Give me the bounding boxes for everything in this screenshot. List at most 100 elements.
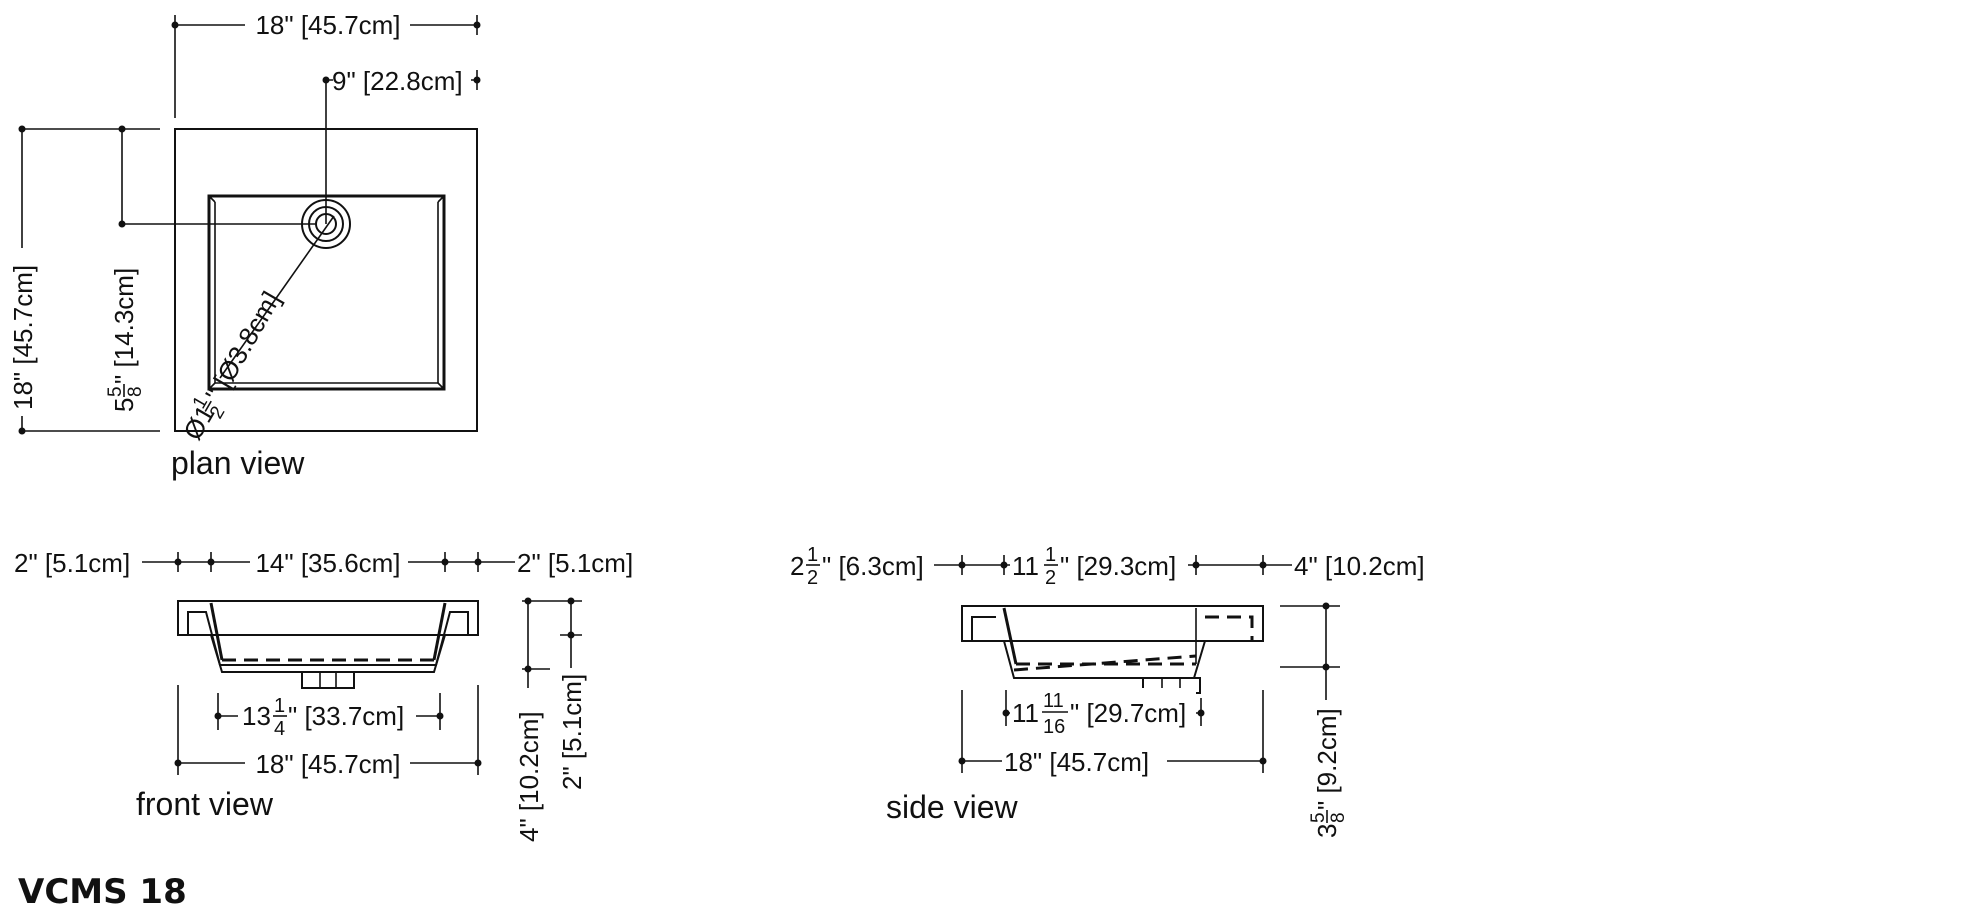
drain-diameter-label: Ø1 1 2 " [Ø3.8cm] xyxy=(177,286,286,445)
front-overall-label-bg xyxy=(245,747,410,779)
front-rim-height-tick-bottom xyxy=(567,631,575,639)
front-bowl-bottom-tick-left xyxy=(214,712,222,720)
drain-diameter-leader xyxy=(219,215,335,379)
front-height-tick-top xyxy=(524,597,532,605)
side-back-rim-label: 2 1 2 " [6.3cm] xyxy=(790,544,924,589)
front-left-rim-label: 2" [5.1cm] xyxy=(14,548,130,578)
front-top-tick-1 xyxy=(174,558,182,566)
front-bowl-bottom-tick-right xyxy=(436,712,444,720)
side-overall-label-bg xyxy=(1002,745,1167,777)
front-height-label: 4" [10.2cm] xyxy=(514,711,544,842)
side-back-rim-rest: " [6.3cm] xyxy=(822,551,924,581)
side-height-rest: " [9.2cm] xyxy=(1312,708,1342,810)
front-top-tick-2 xyxy=(207,558,215,566)
front-right-rim-label-bg xyxy=(515,546,645,578)
front-bowl-bottom-label-bg xyxy=(238,694,416,738)
side-bowl-bottom-den: 16 xyxy=(1043,716,1065,738)
front-top-slab xyxy=(177,600,479,636)
front-rim-height-label-bg xyxy=(555,668,587,792)
front-bowl-bottom-label: 13 1 4 " [33.7cm] xyxy=(242,695,404,740)
drain-diameter-fraction-bar xyxy=(204,400,212,412)
drain-offset-y-tick-bottom xyxy=(118,220,126,228)
plan-bowl-corner-tl xyxy=(208,195,216,203)
front-overall-label: 18" [45.7cm] xyxy=(255,749,400,779)
plan-bowl-corner-br xyxy=(437,382,445,390)
side-bowl-bottom-tick-right xyxy=(1197,709,1205,717)
plan-width-tick-right xyxy=(473,21,481,29)
side-height-num: 5 xyxy=(1308,812,1329,823)
side-back-rim-label-bg xyxy=(788,542,934,586)
plan-view: 18" [45.7cm] 9" [22.8cm] 18" [45.7cm] xyxy=(6,8,481,481)
front-overall-tick-left xyxy=(174,759,182,767)
plan-width-tick-left xyxy=(171,21,179,29)
front-rim-height-tick-top xyxy=(567,597,575,605)
side-back-rim-den: 2 xyxy=(807,567,818,589)
side-bowl-bottom-label: 11 11 16 " [29.7cm] xyxy=(1012,690,1186,738)
side-bowl-outer xyxy=(1003,640,1206,679)
front-view: 2" [5.1cm] 14" [35.6cm] 2" [5.1cm] 13 1 … xyxy=(12,546,645,844)
drain-offset-y-tick-top xyxy=(118,125,126,133)
side-bowl-top-den: 2 xyxy=(1045,567,1056,589)
side-back-rim-profile xyxy=(971,616,996,641)
plan-depth-tick-bottom xyxy=(18,427,26,435)
drain-offset-x-label-bg xyxy=(333,64,471,96)
plan-width-label-bg xyxy=(245,8,410,40)
side-back-rim-num: 1 xyxy=(807,544,818,566)
side-overall-tick-right xyxy=(1259,757,1267,765)
side-top-tick-2 xyxy=(1000,561,1008,569)
side-height-den: 8 xyxy=(1328,812,1349,823)
plan-depth-label: 18" [45.7cm] xyxy=(8,265,38,410)
front-bowl-bottom-rest: " [33.7cm] xyxy=(288,701,404,731)
front-left-rim-label-bg xyxy=(12,546,142,578)
side-front-rim-label-bg xyxy=(1292,549,1438,581)
model-label: VCMS 18 xyxy=(18,872,187,911)
front-top-tick-3 xyxy=(441,558,449,566)
front-bowl-wall-right xyxy=(432,602,447,661)
side-height-whole: 3 xyxy=(1312,824,1342,838)
side-bowl-top-num: 1 xyxy=(1045,544,1056,566)
side-bowl-bottom-label-bg xyxy=(1010,688,1196,738)
side-bowl-top-label-bg xyxy=(1010,542,1188,586)
front-overall-tick-right xyxy=(474,759,482,767)
side-bowl-bottom-rest: " [29.7cm] xyxy=(1070,698,1186,728)
side-top-tick-3 xyxy=(1192,561,1200,569)
side-top-slab xyxy=(961,605,1264,642)
drain-offset-y-den: 8 xyxy=(125,386,146,397)
side-view-title: side view xyxy=(886,789,1019,825)
side-front-rim-label: 4" [10.2cm] xyxy=(1294,551,1425,581)
side-bowl-bottom-num: 11 xyxy=(1043,690,1064,712)
plan-bowl-outline xyxy=(207,194,446,391)
front-height-tick-bottom xyxy=(524,665,532,673)
front-view-title: front view xyxy=(136,786,274,822)
front-bowl-outer xyxy=(210,634,446,673)
front-rim-height-label: 2" [5.1cm] xyxy=(557,674,587,790)
side-bowl-bottom-whole: 11 xyxy=(1012,698,1039,728)
front-bowl-bottom-den: 4 xyxy=(274,718,285,740)
side-bowl-top-label: 11 1 2 " [29.3cm] xyxy=(1012,544,1176,589)
front-bowl-bottom-num: 1 xyxy=(274,695,285,717)
front-bowl-bottom-whole: 13 xyxy=(242,701,271,731)
drain-offset-x-tick-left xyxy=(322,76,330,84)
side-height-tick-top xyxy=(1322,602,1330,610)
drain-offset-y-rest: " [14.3cm] xyxy=(109,268,139,384)
drain-offset-y-num: 5 xyxy=(105,386,126,397)
side-bowl-slope-hidden xyxy=(1013,654,1197,672)
drain-offset-y-label: 5 5 8 " [14.3cm] xyxy=(105,268,146,412)
side-height-tick-bottom xyxy=(1322,663,1330,671)
side-overall-tick-left xyxy=(958,757,966,765)
side-front-rim-hidden xyxy=(1205,615,1254,641)
front-bowl-wall-left xyxy=(209,602,224,661)
front-top-tick-4 xyxy=(474,558,482,566)
side-top-tick-1 xyxy=(958,561,966,569)
drain-offset-x-label: 9" [22.8cm] xyxy=(332,66,463,96)
plan-depth-label-bg xyxy=(6,248,38,416)
plan-bowl-corner-tr xyxy=(437,195,445,203)
plan-depth-tick-top xyxy=(18,125,26,133)
side-back-rim-whole: 2 xyxy=(790,551,804,581)
side-view: 2 1 2 " [6.3cm] 11 1 2 " [29.3cm] 4" [10… xyxy=(788,542,1438,838)
side-overall-label: 18" [45.7cm] xyxy=(1004,747,1149,777)
drain-offset-x-tick-right xyxy=(473,76,481,84)
side-bowl-top-whole: 11 xyxy=(1012,551,1039,581)
front-right-rim-label: 2" [5.1cm] xyxy=(517,548,633,578)
